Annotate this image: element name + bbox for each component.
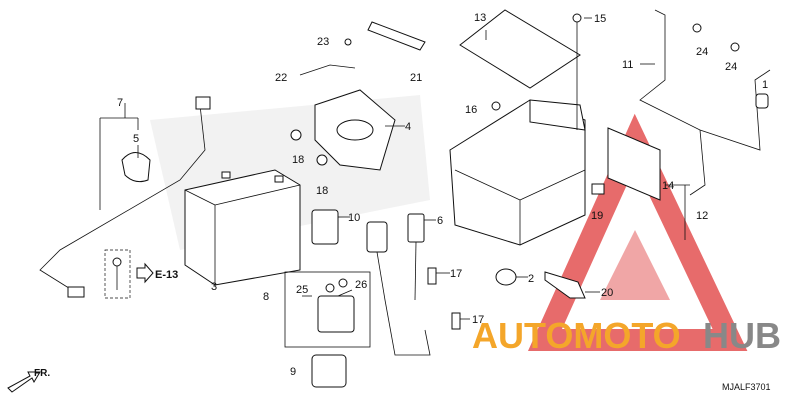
- part-5-clamp: [121, 152, 151, 183]
- diagram-code: MJALF3701: [722, 382, 771, 392]
- callout-9: 9: [290, 366, 296, 378]
- part-7-cable: [39, 96, 211, 298]
- part-20-band: [544, 271, 586, 299]
- part-3-battery: [184, 169, 301, 286]
- bolt-e13: [104, 249, 154, 299]
- callout-18a: 18: [292, 154, 304, 166]
- callout-10: 10: [348, 212, 360, 224]
- part-13-tray: [459, 9, 581, 89]
- part-14-plate: [607, 127, 661, 201]
- part-1-cushion: [755, 93, 769, 109]
- callout-1: 1: [762, 79, 768, 91]
- part-9-cover: [311, 354, 347, 388]
- callout-4: 4: [405, 121, 411, 133]
- part-4-bracket: [314, 89, 396, 171]
- callout-20: 20: [601, 287, 613, 299]
- callout-15: 15: [594, 13, 606, 25]
- watermark-logo: AUTOMOTO HUB: [472, 315, 781, 356]
- part-24-bolts: [692, 23, 740, 52]
- callout-6: 6: [437, 215, 443, 227]
- callout-16: 16: [465, 104, 477, 116]
- reference-e13: E-13: [155, 269, 178, 281]
- part-2-rubber: [495, 268, 517, 286]
- callout-26: 26: [355, 279, 367, 291]
- battery-box: [449, 99, 586, 246]
- part-11-frame: [639, 9, 771, 196]
- callout-17b: 17: [472, 314, 484, 326]
- part-17-screws: [427, 267, 461, 330]
- callout-17a: 17: [450, 268, 462, 280]
- part-18-bolts: [290, 129, 328, 166]
- part-21-band: [367, 21, 426, 51]
- fr-direction-arrow: [7, 371, 41, 393]
- callout-23: 23: [317, 36, 329, 48]
- watermark-triangle: [527, 113, 748, 351]
- callout-7: 7: [117, 97, 123, 109]
- callout-13: 13: [474, 12, 486, 24]
- callout-14: 14: [662, 180, 674, 192]
- callout-labels: 1 2 3 4 5 6 7 8 9 10 11 12 13 14 15 16 1…: [117, 12, 768, 378]
- callout-24a: 24: [696, 46, 708, 58]
- callout-22: 22: [275, 72, 287, 84]
- part-10-relay: [311, 209, 339, 245]
- watermark-brand-part2: HUB: [703, 315, 781, 356]
- callout-5: 5: [133, 133, 139, 145]
- watermark-brand-part1: AUTOMOTO: [472, 315, 681, 356]
- callout-3: 3: [211, 281, 217, 293]
- callout-8: 8: [263, 291, 269, 303]
- part-19-clip: [591, 183, 605, 195]
- callout-18b: 18: [316, 185, 328, 197]
- callout-25: 25: [296, 284, 308, 296]
- part-6-connector: [366, 213, 431, 356]
- callout-21: 21: [410, 72, 422, 84]
- callout-19: 19: [591, 210, 603, 222]
- fr-direction-label: FR.: [34, 368, 50, 379]
- part-22-rod: [299, 38, 356, 76]
- callout-12: 12: [696, 210, 708, 222]
- part-15-16-bolts: [491, 13, 582, 130]
- callout-2: 2: [528, 273, 534, 285]
- callout-11: 11: [622, 59, 633, 71]
- callout-24b: 24: [725, 61, 737, 73]
- leader-lines: [99, 17, 690, 320]
- part-8-group: [284, 271, 371, 348]
